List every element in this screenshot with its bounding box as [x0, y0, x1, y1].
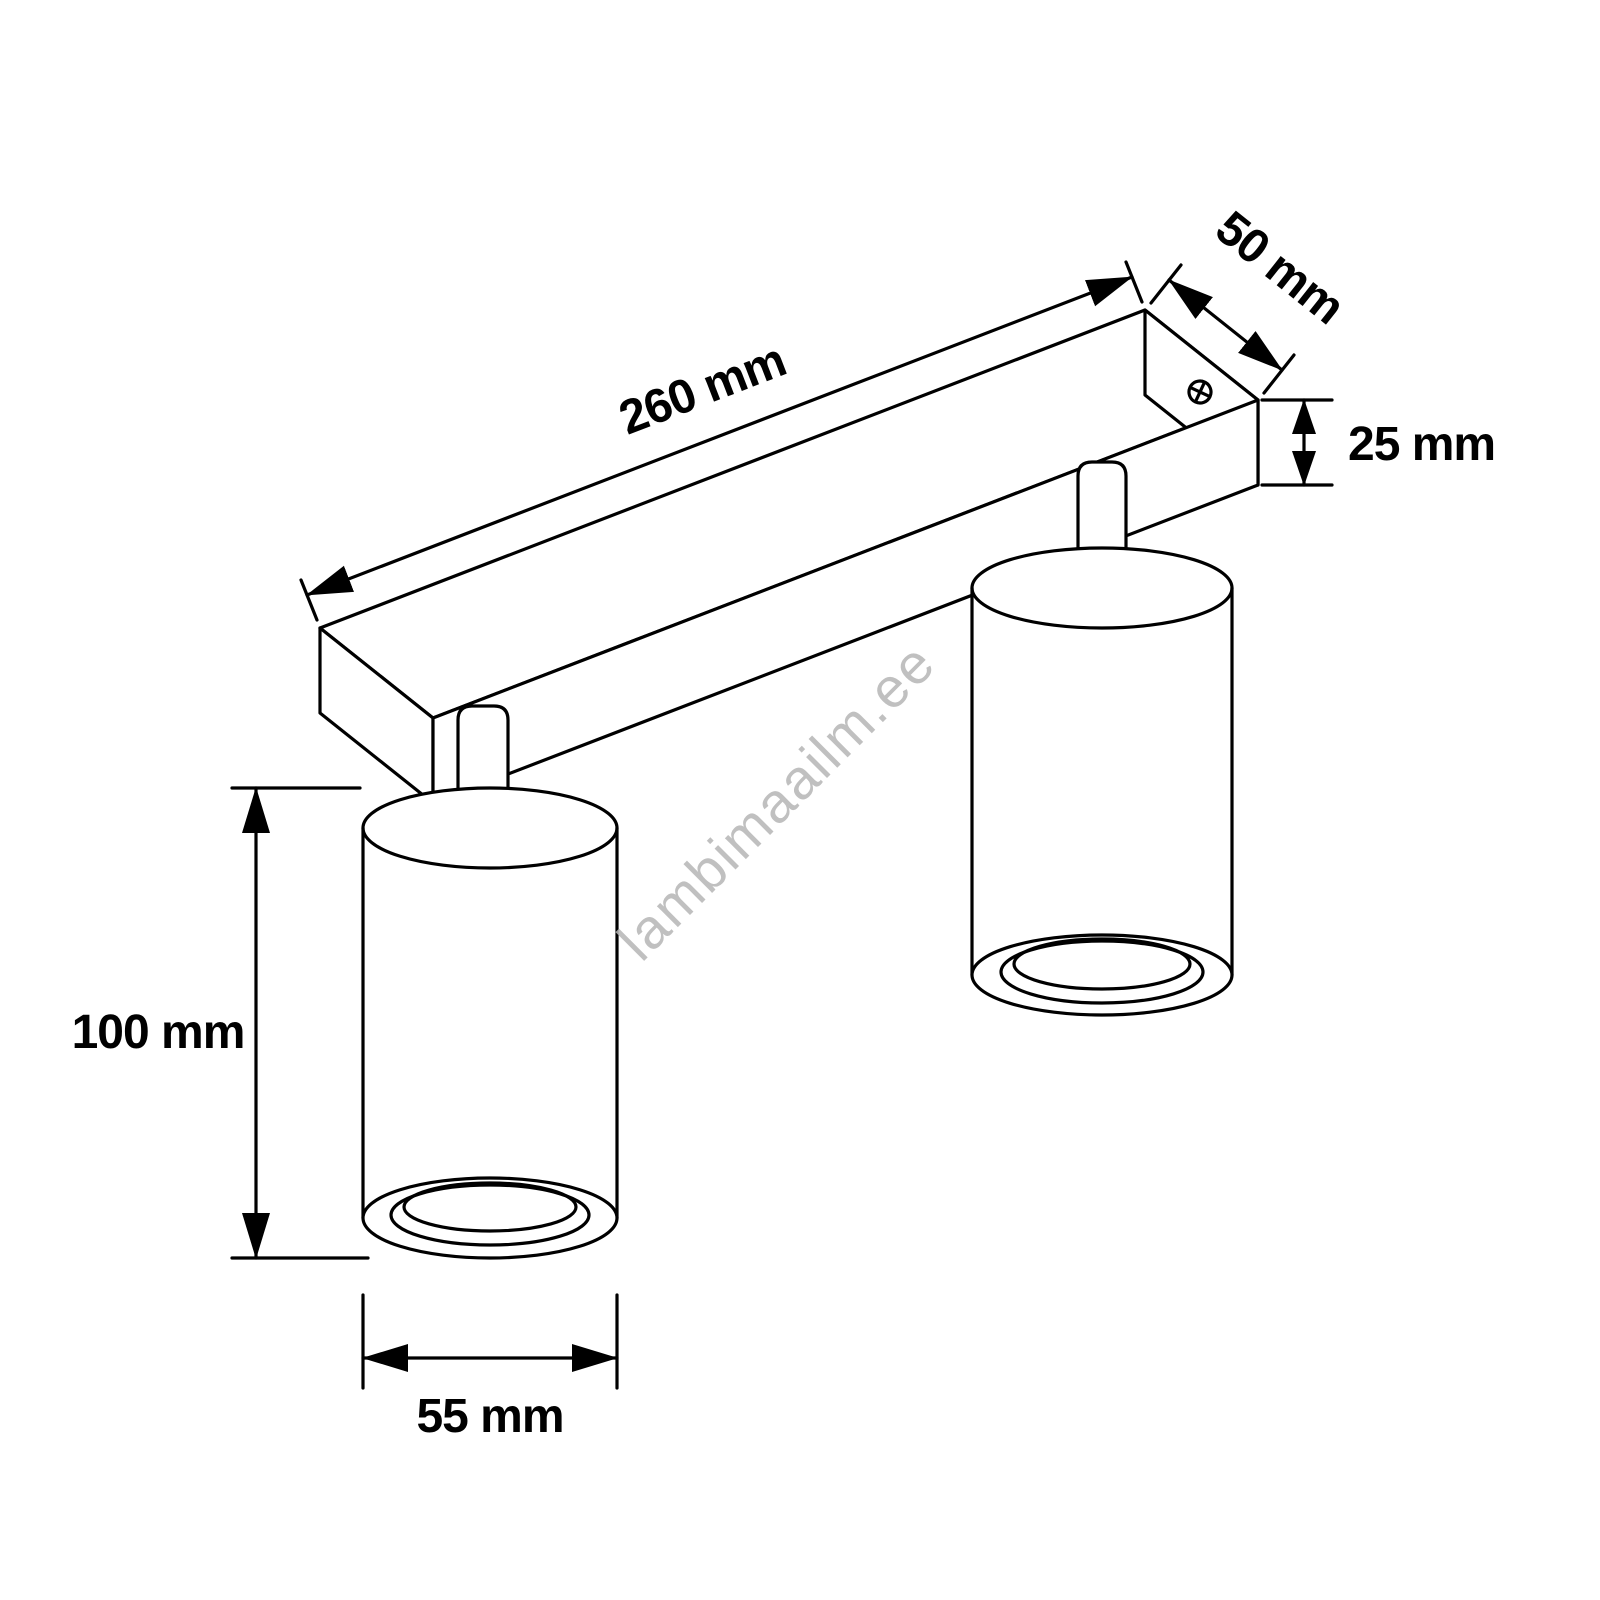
dim-label-bar-depth: 50 mm [1206, 201, 1354, 334]
spot-left-stem [456, 704, 510, 812]
ext-line [1124, 260, 1144, 304]
spot-right-top-cap [970, 546, 1234, 630]
spot-left-inner-ring [389, 1183, 591, 1247]
screw-icon [1187, 379, 1213, 405]
spotlight-left [361, 704, 619, 1260]
dimension-spot-diameter: 55 mm [361, 1293, 619, 1443]
dim-label-spot-height: 100 mm [72, 1006, 245, 1059]
dim-label-bar-height: 25 mm [1348, 418, 1495, 471]
dimension-spot-height: 100 mm [72, 786, 370, 1260]
dim-label-bar-length: 260 mm [612, 334, 792, 446]
dimension-bar-height: 25 mm [1260, 398, 1496, 487]
ext-line [299, 578, 319, 622]
ext-line [1262, 353, 1296, 395]
ext-line [1149, 263, 1183, 305]
spot-right-lens [1012, 937, 1192, 991]
spot-right-inner-ring [999, 939, 1205, 1005]
spot-left-lens [402, 1181, 578, 1233]
dim-label-spot-diameter: 55 mm [416, 1390, 563, 1443]
spot-left-top-cap [361, 786, 619, 870]
dim-arrow-line [305, 275, 1134, 597]
dim-arrow-line [1167, 278, 1284, 372]
